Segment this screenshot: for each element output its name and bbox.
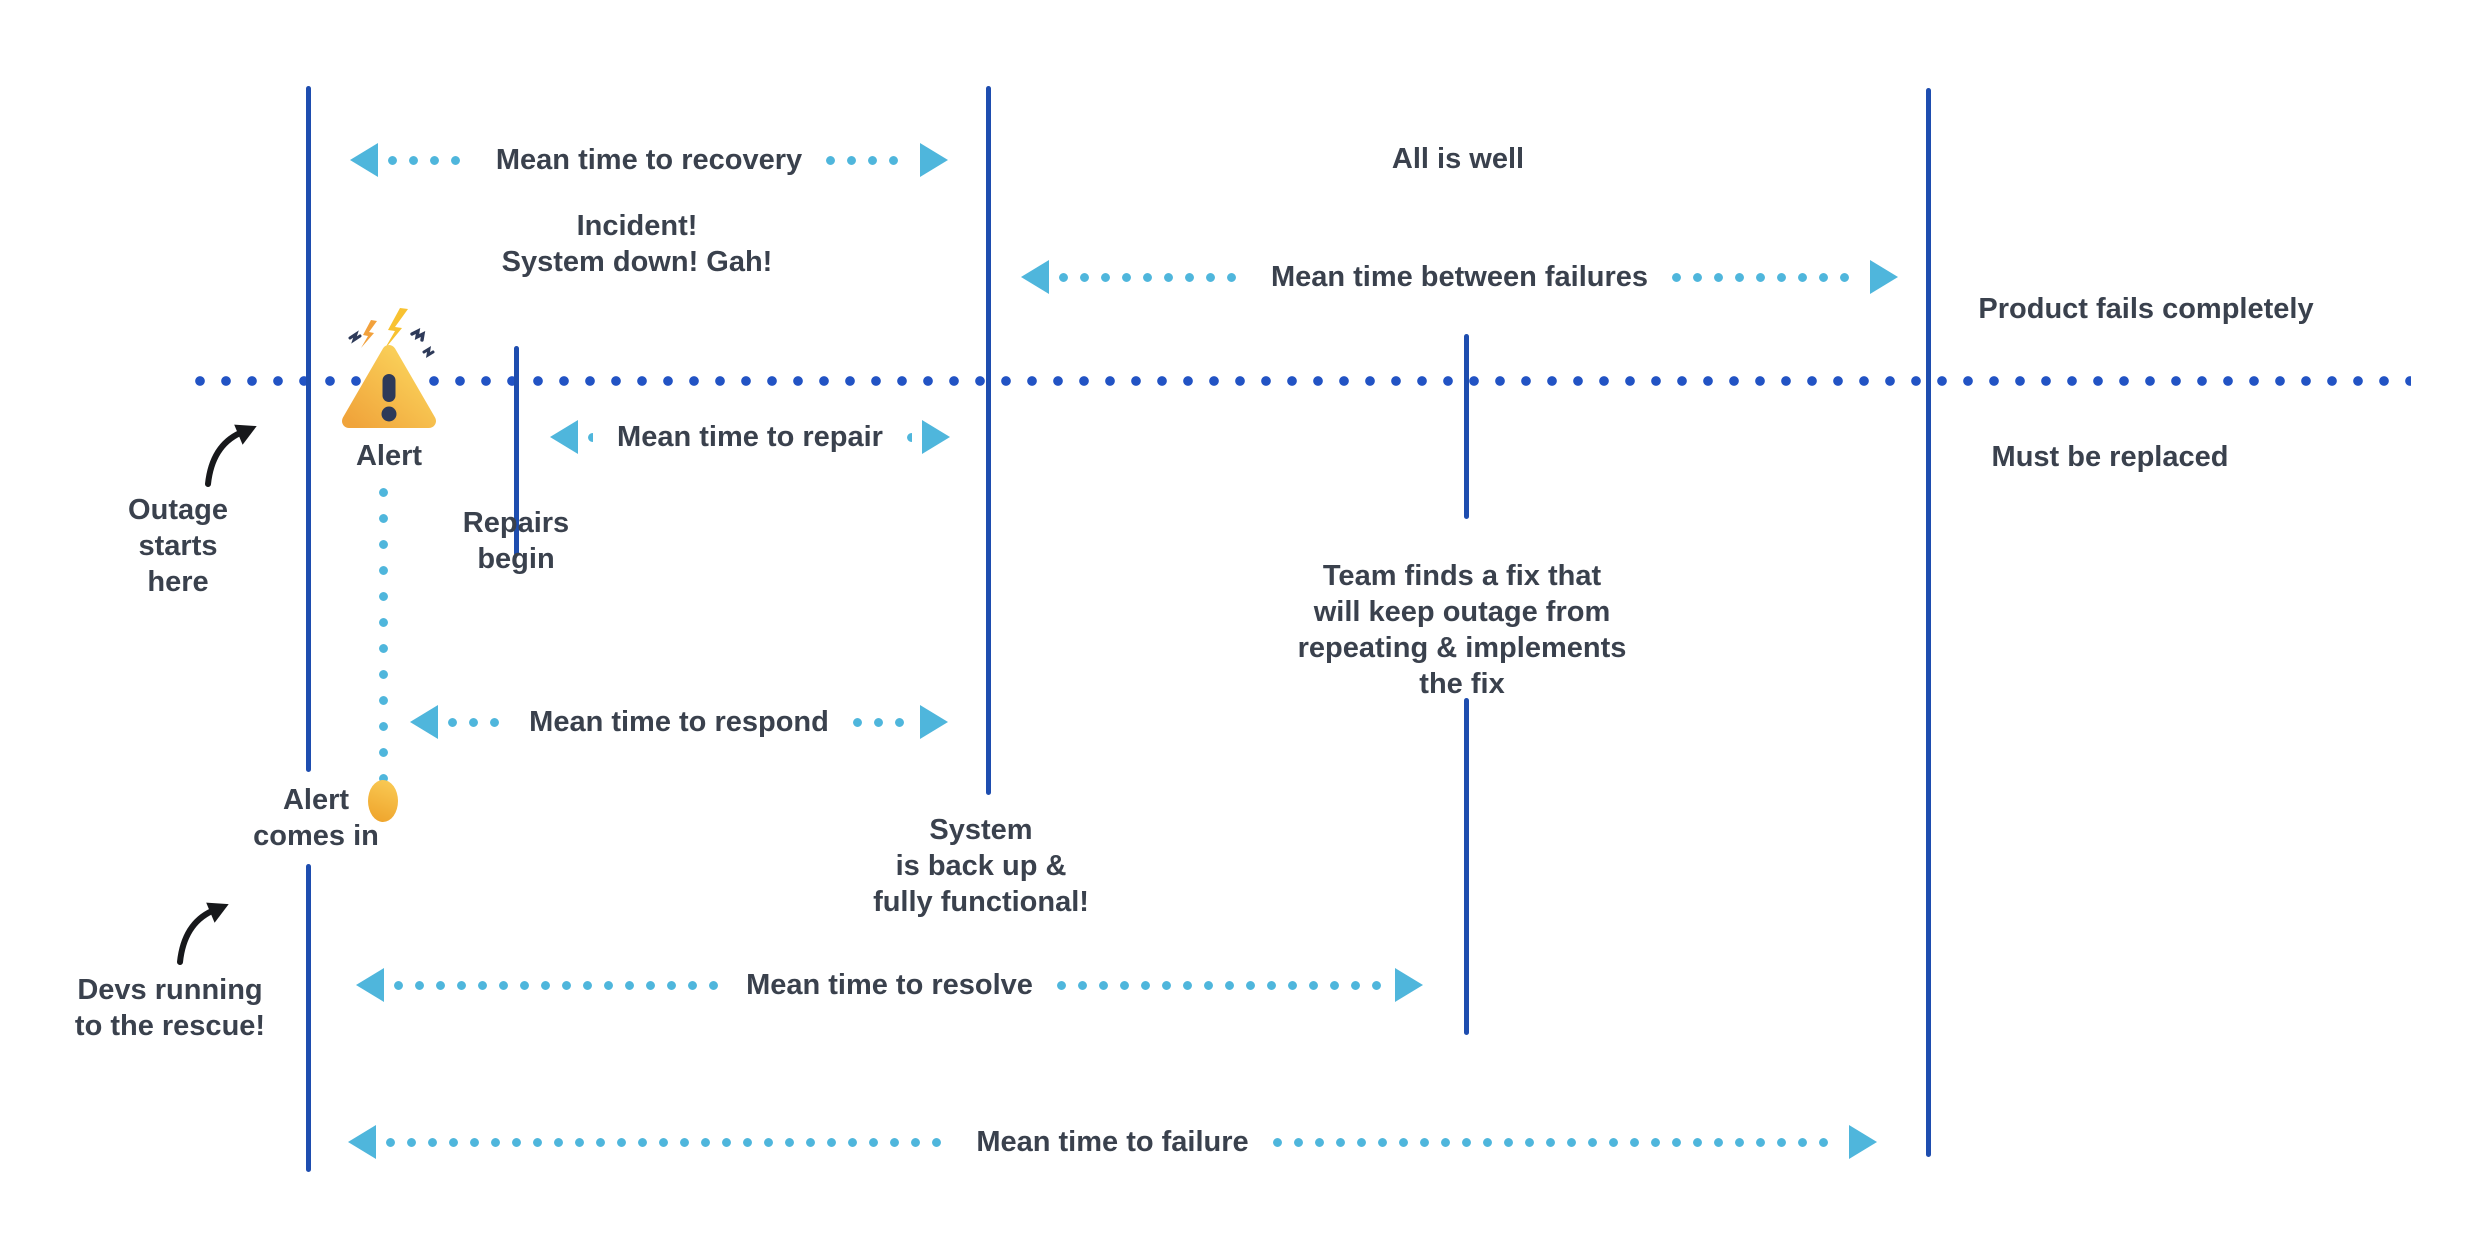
exclamation-dot xyxy=(381,406,397,422)
must-be-replaced-label: Must be replaced xyxy=(1991,441,2229,473)
arrow-label: Mean time to failure xyxy=(976,1125,1249,1158)
arrow-mean-time-to-respond: Mean time to respond xyxy=(410,705,949,739)
arrow-dots xyxy=(852,717,911,727)
arrow-mean-time-between-failures: Mean time between failures xyxy=(1021,260,1898,294)
repairs-begin-tick xyxy=(514,346,519,556)
arrow-label: Mean time to resolve xyxy=(746,968,1033,1001)
fix-implemented-tick-upper xyxy=(1464,334,1469,519)
timeline-dotted-line xyxy=(195,376,2411,386)
arrowhead-right-icon xyxy=(920,705,949,739)
product-fails-label: Product fails completely xyxy=(1978,293,2314,325)
arrow-mean-time-to-recovery: Mean time to recovery xyxy=(350,143,949,177)
arrowhead-left-icon xyxy=(350,143,378,177)
arrowhead-left-icon xyxy=(1021,260,1049,294)
arrow-mean-time-to-resolve: Mean time to resolve xyxy=(356,968,1423,1002)
arrow-mean-time-to-repair: Mean time to repair xyxy=(550,420,950,454)
alert-label: Alert xyxy=(355,440,423,472)
arrowhead-right-icon xyxy=(1870,260,1898,294)
arrow-label: Mean time to repair xyxy=(617,420,883,453)
exclamation-bar xyxy=(382,374,396,402)
arrow-dots xyxy=(386,1137,953,1147)
outage-pointer-arrow-icon xyxy=(205,424,257,487)
arrow-label: Mean time to respond xyxy=(529,705,829,738)
devs-running-label: Devs running to the rescue! xyxy=(74,974,266,1042)
arrow-dots xyxy=(1272,1137,1840,1147)
arrowhead-left-icon xyxy=(410,705,438,739)
arrowhead-left-icon xyxy=(356,968,384,1002)
arrow-dots xyxy=(1059,272,1247,282)
squiggle-icon xyxy=(422,346,435,358)
arrowhead-right-icon xyxy=(1395,968,1423,1002)
outage-start-line-upper xyxy=(306,86,311,772)
arrowhead-right-icon xyxy=(920,143,949,177)
alert-dotted-line xyxy=(379,488,388,782)
all-is-well-label: All is well xyxy=(1391,143,1525,175)
system-back-up-label: System is back up & fully functional! xyxy=(873,814,1089,918)
arrow-dots xyxy=(448,717,506,727)
arrowhead-left-icon xyxy=(550,420,578,454)
arrow-mean-time-to-failure: Mean time to failure xyxy=(348,1125,1878,1159)
squiggle-icon xyxy=(410,327,426,342)
arrow-dots xyxy=(1056,980,1385,990)
arrowhead-left-icon xyxy=(348,1125,376,1159)
incident-label: Incident! System down! Gah! xyxy=(501,210,773,278)
arrow-dots xyxy=(826,155,911,165)
outage-start-line-lower xyxy=(306,864,311,1172)
arrowhead-right-icon xyxy=(1849,1125,1878,1159)
lightning-bolt-icon xyxy=(384,308,408,350)
fix-implemented-tick-lower xyxy=(1464,698,1469,1035)
lightning-bolt-small-icon xyxy=(361,320,377,348)
alert-comes-in-label: Alert comes in xyxy=(253,784,379,852)
arrow-label: Mean time between failures xyxy=(1270,260,1649,293)
arrow-label: Mean time to recovery xyxy=(495,143,803,176)
arrow-dots xyxy=(388,155,472,165)
squiggle-icon xyxy=(348,330,362,344)
repairs-begin-label: Repairs begin xyxy=(462,507,570,575)
devs-pointer-arrow-icon xyxy=(177,902,229,965)
system-restored-line xyxy=(986,86,991,795)
warning-triangle-icon xyxy=(342,308,436,428)
alert-dot-icon xyxy=(368,780,398,822)
arrowhead-right-icon xyxy=(922,420,950,454)
outage-starts-here-label: Outage starts here xyxy=(128,494,228,598)
arrow-dots xyxy=(394,980,723,990)
arrow-dots xyxy=(906,432,912,442)
arrow-dots xyxy=(588,432,594,442)
team-fix-label: Team finds a fix that will keep outage f… xyxy=(1297,560,1627,700)
arrow-dots xyxy=(1672,272,1860,282)
product-failure-line xyxy=(1926,88,1931,1157)
